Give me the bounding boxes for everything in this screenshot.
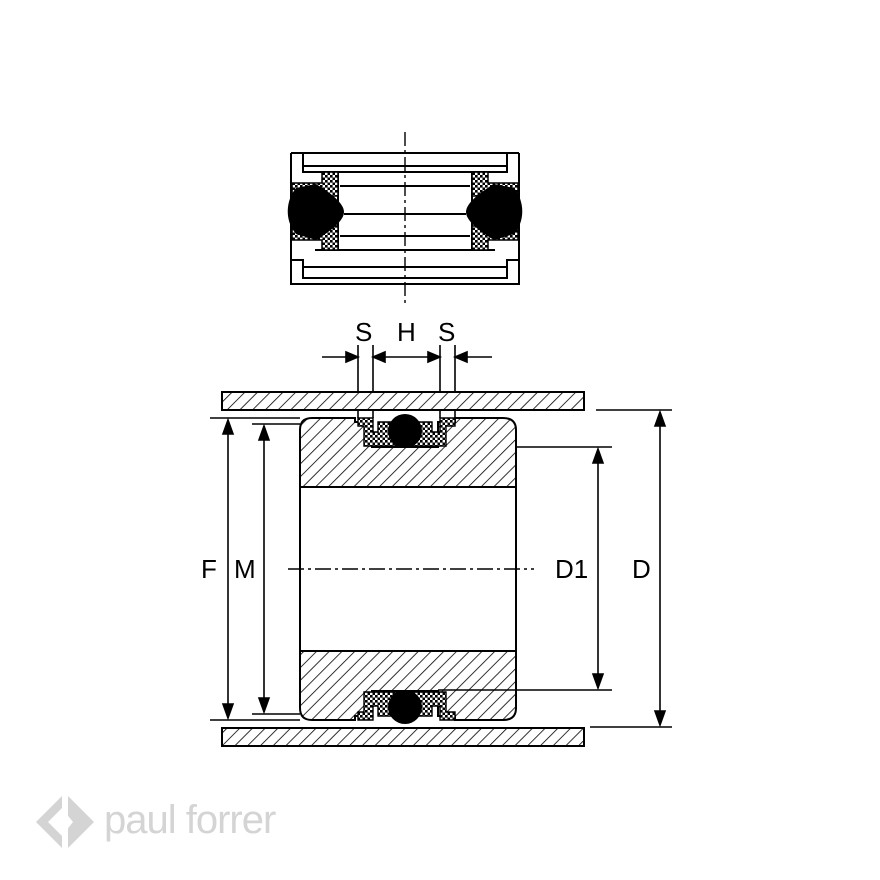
inner-ring-section (299, 417, 517, 721)
label-h: H (397, 317, 416, 347)
label-f: F (201, 554, 217, 584)
diamond-logo-icon (36, 796, 94, 848)
brand-name: paul forrer (104, 798, 276, 842)
housing-bottom (221, 727, 585, 747)
dimension-f-m (210, 417, 300, 721)
label-d1: D1 (555, 554, 588, 584)
top-seal-left (287, 171, 344, 251)
label-m: M (234, 554, 256, 584)
housing-top (221, 391, 585, 411)
label-d: D (632, 554, 651, 584)
label-s-right: S (438, 317, 455, 347)
section-seal-top (357, 414, 456, 448)
dimension-d1-d (438, 409, 672, 728)
label-s-left: S (355, 317, 372, 347)
paul-forrer-logo: paul forrer (36, 796, 277, 848)
top-seal-right (466, 171, 523, 251)
shs-dimension (322, 345, 492, 418)
section-seal-bottom (357, 690, 456, 724)
